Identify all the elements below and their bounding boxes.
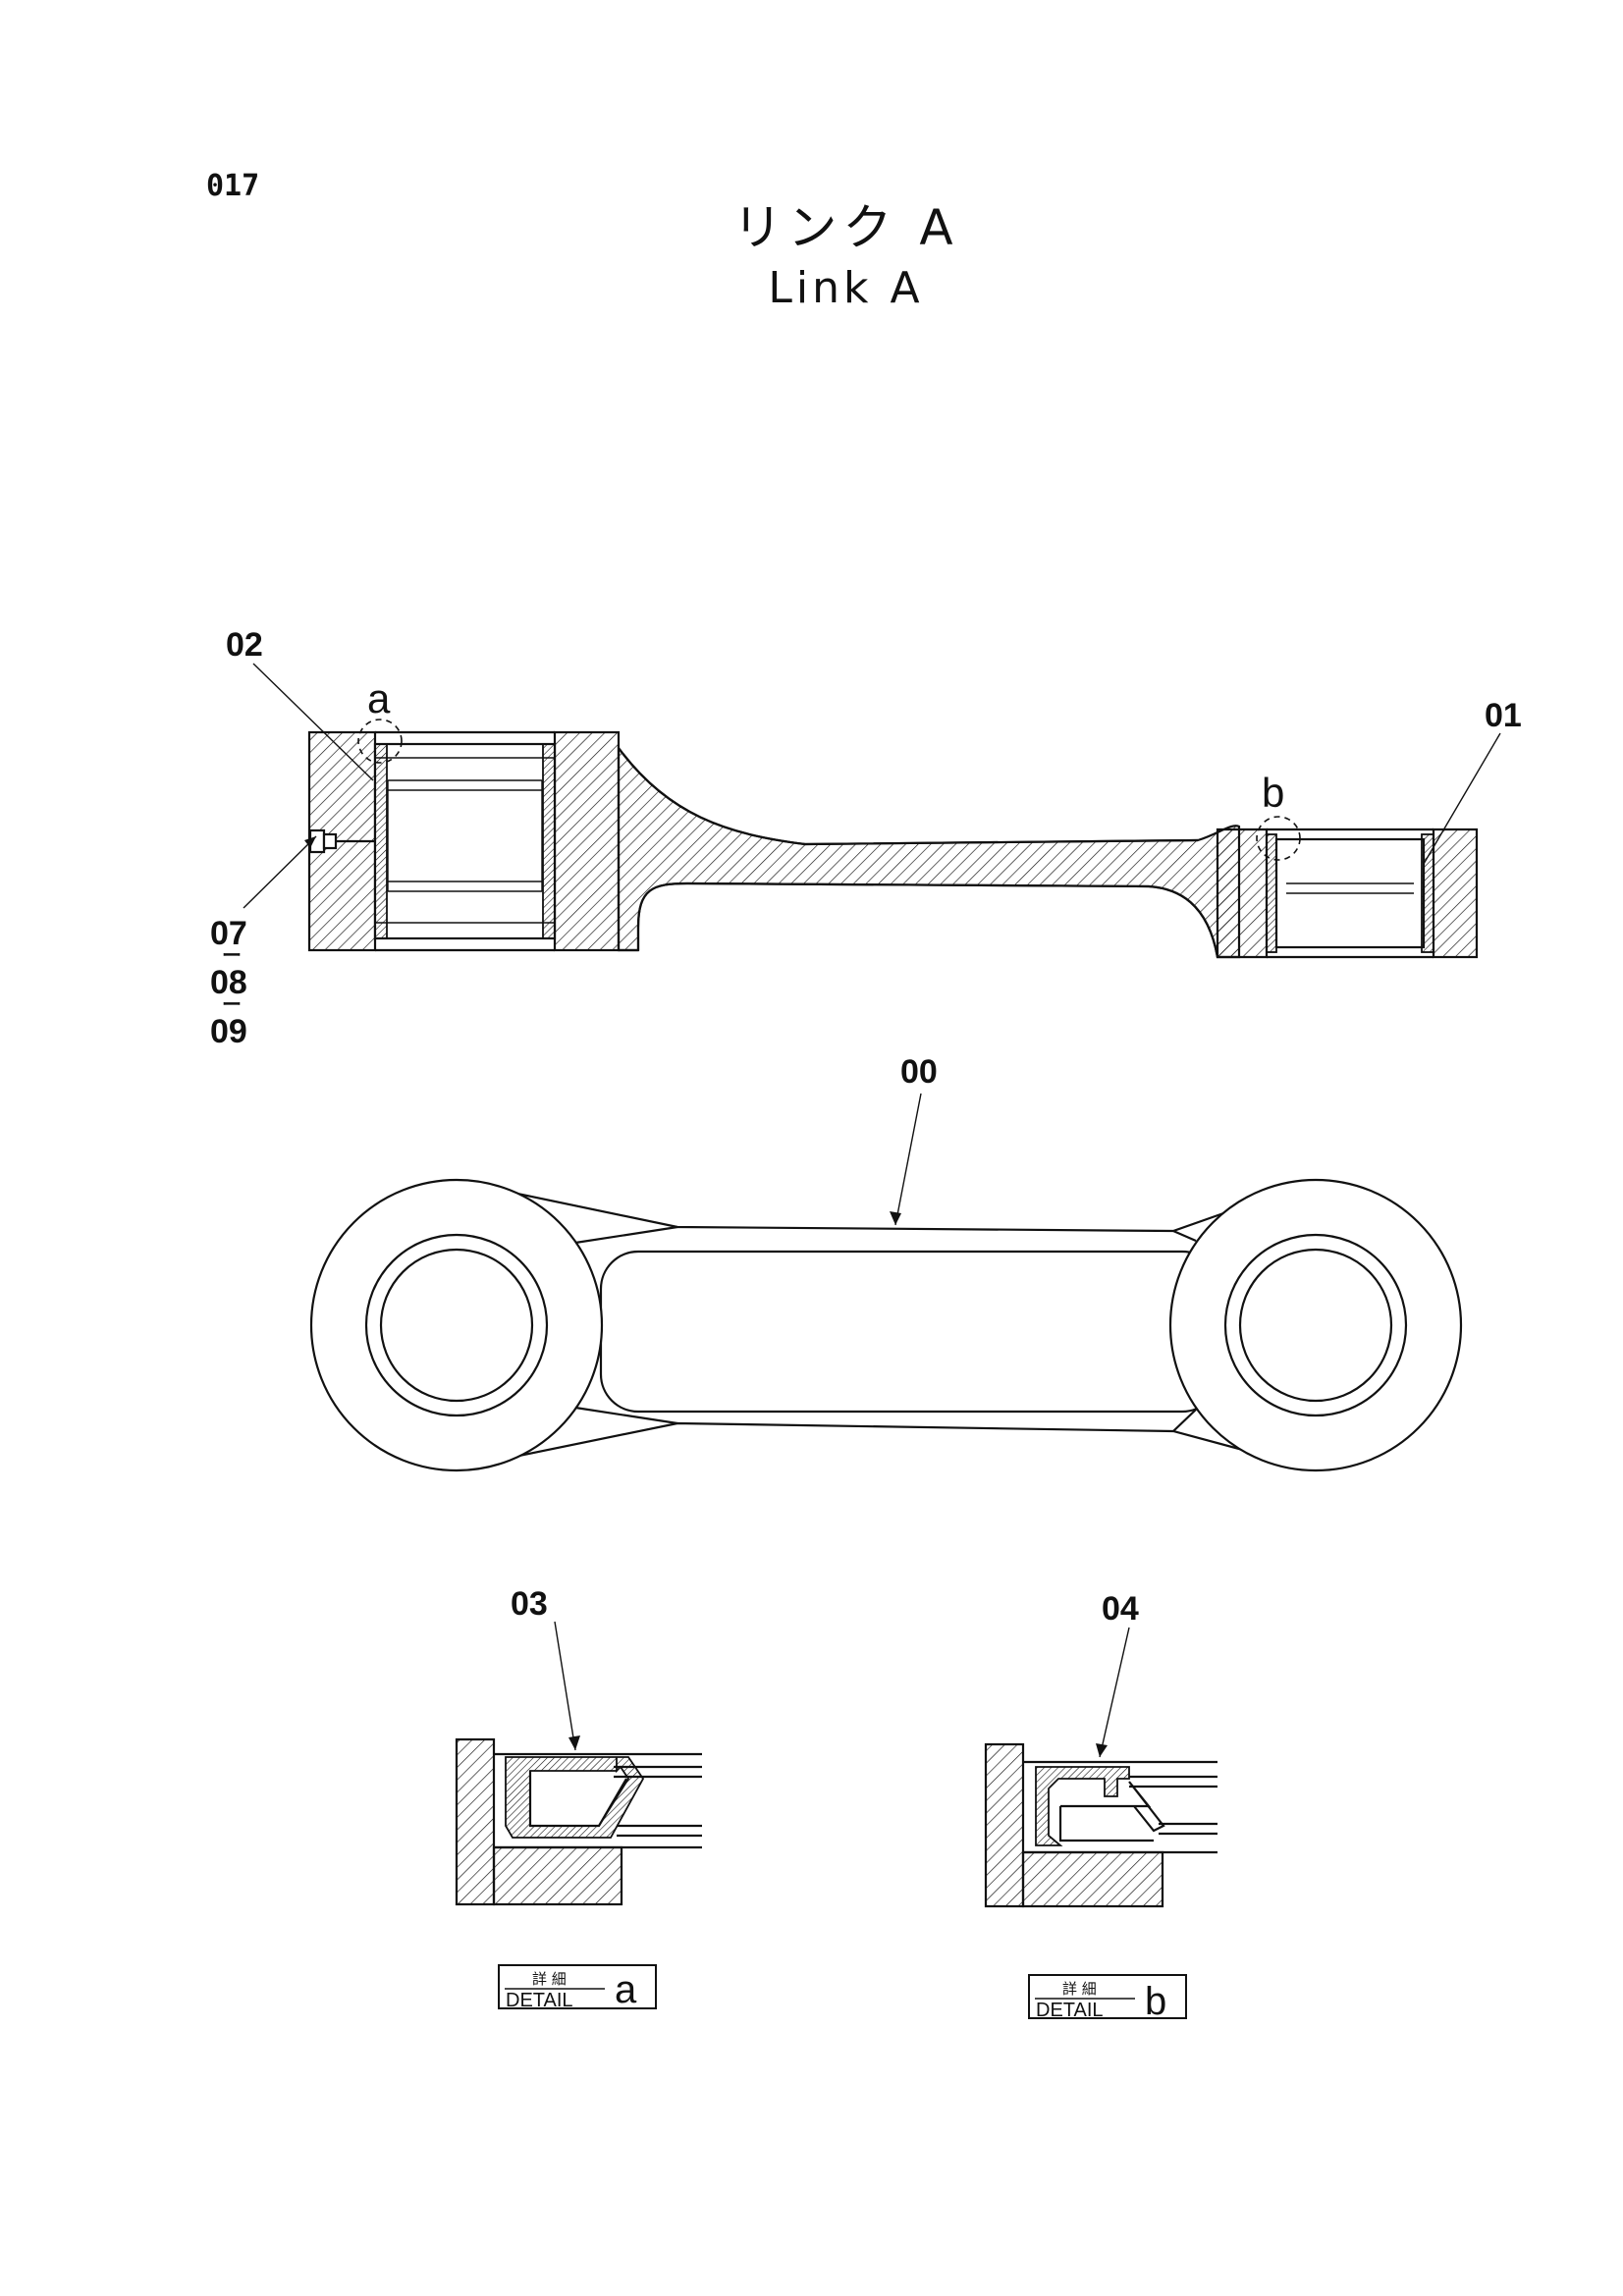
web-pocket [599,1250,1221,1414]
section-view: a b 02 01 07 ー 08 ー 09 [210,626,1522,1050]
plan-view: 00 [309,1053,1463,1472]
detail-b-english: DETAIL [1036,2000,1104,2021]
label-08: 08 [210,964,247,1001]
left-eye-boss [364,1233,549,1417]
detail-b: 04 [984,1590,1217,1908]
detail-box-b: 詳 細 DETAIL b [1028,1974,1187,2023]
right-eye-outer [1168,1178,1463,1472]
label-04: 04 [1102,1590,1139,1628]
title-block: リンク A Link A [0,196,1623,318]
detail-b-letter: b [1145,1980,1166,2023]
seal-left-a [374,743,388,939]
right-boss-outer-wall [1432,828,1479,959]
page-number: 017 [206,169,260,203]
title-japanese: リンク A [732,199,959,256]
detail-a-letter: a [615,1968,637,2011]
label-03: 03 [511,1585,548,1623]
seal-03 [505,1756,645,1839]
seal-left-b [542,743,556,939]
left-eye-outer [309,1178,604,1472]
label-dash-1: ー [222,945,242,967]
right-eye-bore [1238,1248,1393,1403]
seal-right-a [1266,833,1277,953]
label-dash-2: ー [222,994,242,1016]
detail-box-a: 詳 細 DETAIL a [498,1964,657,2011]
label-00: 00 [900,1053,938,1091]
left-eye-bore [379,1248,534,1403]
detail-a: 03 [455,1585,702,1906]
detail-a-english: DETAIL [506,1990,573,2011]
callout-letter-b: b [1262,770,1284,816]
label-09: 09 [210,1013,247,1050]
seal-right-b [1421,833,1434,953]
label-01: 01 [1485,697,1522,734]
seal-04 [1035,1766,1130,1846]
right-eye-boss [1223,1233,1408,1417]
callout-letter-a: a [367,675,391,721]
left-boss-inner-wall [553,730,621,952]
label-02: 02 [226,626,263,664]
detail-circle-b [1256,816,1301,861]
title-english: Link A [768,263,924,313]
detail-b-japanese: 詳 細 [1062,1980,1097,1998]
detail-a-japanese: 詳 細 [532,1970,567,1988]
link-web-section [617,744,1241,959]
label-07: 07 [210,915,247,952]
detail-circle-a [357,719,403,764]
bushing-02 [373,742,557,940]
